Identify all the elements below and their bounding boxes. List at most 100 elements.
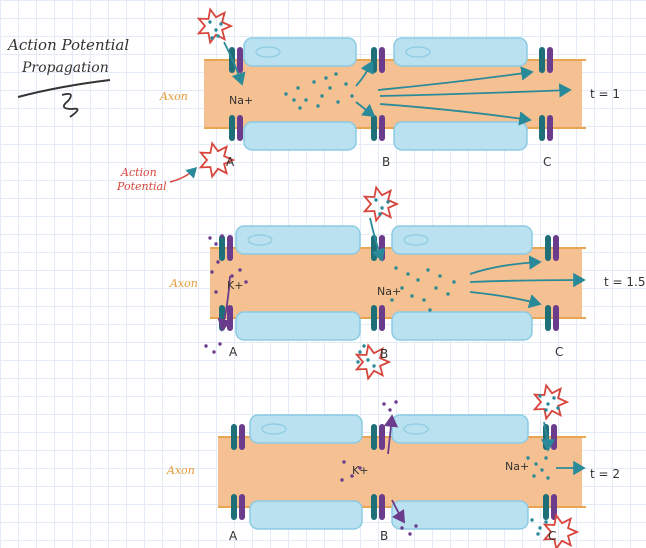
node-c-purple-channel <box>547 115 553 141</box>
sodium-ions-dot <box>406 272 409 275</box>
sodium-ions-dot <box>534 462 537 465</box>
time-label-2: t = 1.5 <box>604 275 645 289</box>
sodium-ions-dot <box>556 406 559 409</box>
node-a-purple-channel <box>237 47 243 73</box>
sodium-ions-dot <box>312 80 315 83</box>
node-label-c: C <box>543 155 551 169</box>
node-label-a: A <box>229 529 238 543</box>
sodium-ions-dot <box>426 268 429 271</box>
sodium-ions-dot <box>284 92 287 95</box>
sodium-ions-dot <box>356 360 359 363</box>
myelin-sheath-top <box>394 38 527 66</box>
sodium-ions-dot <box>428 308 431 311</box>
node-a-purple-channel <box>227 235 233 261</box>
sodium-ions-dot <box>362 344 365 347</box>
sodium-ions-dot <box>320 94 323 97</box>
time-label-1: t = 1 <box>590 87 620 101</box>
title-block: Action Potential Propagation <box>6 36 129 117</box>
node-label-b: B <box>380 529 388 543</box>
ion-label-na: Na+ <box>377 285 401 298</box>
sodium-ions-dot <box>210 36 213 39</box>
action-potential-spark <box>199 9 231 42</box>
potassium-ions-dot <box>214 290 217 293</box>
sodium-ions-dot <box>358 350 361 353</box>
myelin-sheath-top <box>392 415 528 443</box>
node-c-teal-channel <box>545 305 551 331</box>
myelin-sheath-bottom <box>394 122 527 150</box>
sodium-ions-dot <box>380 206 383 209</box>
potassium-ions-dot <box>216 260 219 263</box>
title-line-1: Action Potential <box>6 36 129 54</box>
myelin-sheath-bottom <box>244 122 356 150</box>
node-a-purple-channel <box>237 115 243 141</box>
node-a-purple-channel <box>227 305 233 331</box>
axon-label: Axon <box>159 90 188 103</box>
sodium-ions-dot <box>446 292 449 295</box>
sodium-ions-dot <box>328 86 331 89</box>
node-label-b: B <box>380 347 388 361</box>
title-squiggle <box>62 94 78 117</box>
node-b-teal-channel <box>371 115 377 141</box>
node-a-purple-channel <box>239 424 245 450</box>
myelin-sheath-bottom <box>250 501 362 529</box>
node-b-purple-channel <box>379 494 385 520</box>
sodium-ions-dot <box>344 82 347 85</box>
sodium-ions-dot <box>540 468 543 471</box>
sodium-ions-dot <box>394 266 397 269</box>
sodium-ions-dot <box>298 106 301 109</box>
node-a-teal-channel <box>219 235 225 261</box>
sodium-ions-dot <box>532 474 535 477</box>
node-b-teal-channel <box>371 305 377 331</box>
sodium-ions-dot <box>304 98 307 101</box>
axon-body <box>210 248 582 318</box>
action-potential-label-1: Action <box>120 166 157 179</box>
sodium-ions-dot <box>324 76 327 79</box>
node-b-purple-channel <box>379 115 385 141</box>
sodium-ions-dot <box>546 402 549 405</box>
sodium-ions-dot <box>208 20 211 23</box>
ion-label-na: Na+ <box>229 94 253 107</box>
potassium-ions-dot <box>212 350 215 353</box>
axon-panel-1 <box>199 9 586 176</box>
ion-label-k: K+ <box>227 279 243 292</box>
potassium-ions-dot <box>210 270 213 273</box>
sodium-ions-dot <box>386 200 389 203</box>
myelin-sheath-bottom <box>236 312 360 340</box>
potassium-ions-dot <box>388 408 391 411</box>
node-a-purple-channel <box>239 494 245 520</box>
node-b-purple-channel <box>379 424 385 450</box>
sodium-ions-dot <box>214 28 217 31</box>
node-label-c: C <box>548 529 556 543</box>
sodium-ions-dot <box>334 72 337 75</box>
node-b-teal-channel <box>371 494 377 520</box>
title-line-2: Propagation <box>21 60 109 76</box>
axon-body <box>204 60 582 128</box>
node-b-teal-channel <box>371 47 377 73</box>
node-b-purple-channel <box>379 235 385 261</box>
action-potential-spark <box>535 385 567 418</box>
myelin-sheath-bottom <box>392 501 528 529</box>
sodium-ions-dot <box>544 408 547 411</box>
sodium-ions-dot <box>216 34 219 37</box>
sodium-ions-dot <box>538 526 541 529</box>
potassium-ions-dot <box>214 242 217 245</box>
node-label-c: C <box>555 345 563 359</box>
myelin-sheath-top <box>250 415 362 443</box>
potassium-ions-dot <box>204 344 207 347</box>
node-a-teal-channel <box>231 494 237 520</box>
sodium-ions-dot <box>374 198 377 201</box>
axon-panel-2 <box>204 187 586 378</box>
node-c-purple-channel <box>553 305 559 331</box>
time-label-3: t = 2 <box>590 467 620 481</box>
node-a-teal-channel <box>229 115 235 141</box>
sodium-ions-dot <box>416 278 419 281</box>
action-potential-callout: Action Potential <box>116 166 196 193</box>
ion-label-k: K+ <box>352 464 368 477</box>
action-potential-spark <box>365 187 397 220</box>
node-c-teal-channel <box>545 235 551 261</box>
potassium-ions-dot <box>244 280 247 283</box>
node-c-teal-channel <box>539 115 545 141</box>
myelin-sheath-top <box>392 226 532 254</box>
sodium-ions-dot <box>219 22 222 25</box>
